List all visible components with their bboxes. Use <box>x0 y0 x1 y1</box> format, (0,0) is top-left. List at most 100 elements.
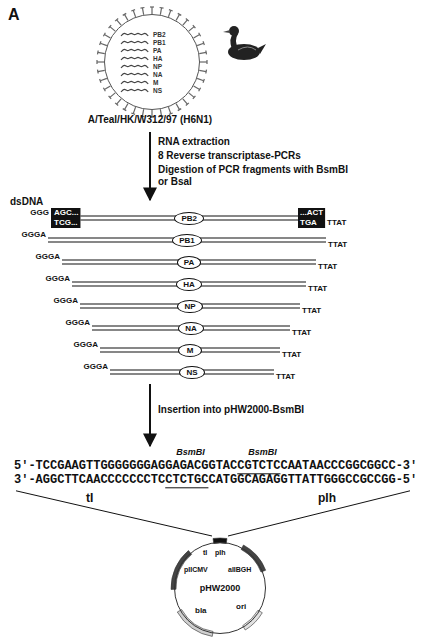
gene-segment-oval: NA <box>178 322 204 335</box>
virus-spike <box>183 99 187 104</box>
gene-name: NP <box>184 301 195 312</box>
virus-spike <box>97 61 104 62</box>
rna-segment <box>121 81 148 84</box>
virus-spike-tip <box>150 6 154 7</box>
sequence-end: GGGA <box>54 296 78 305</box>
virus-spike-tip <box>186 19 189 22</box>
duck-beak <box>223 30 230 33</box>
sticky-end-box <box>298 208 325 228</box>
virus-spike <box>194 86 200 90</box>
virus-spike-tip <box>193 96 196 99</box>
virus-spike-tip <box>205 70 207 74</box>
sequence-end: GGGA <box>46 274 70 283</box>
sequence-end: GGGA <box>84 362 108 371</box>
virus-spike <box>117 99 121 104</box>
gene-segment-oval: PB1 <box>172 234 202 247</box>
segment-label: M <box>153 79 199 87</box>
virus-spike <box>189 93 194 97</box>
process-arrow <box>149 384 151 446</box>
virus-spike <box>199 70 206 71</box>
gene-name: NS <box>186 367 197 378</box>
virus-spike-tip <box>103 33 105 36</box>
gene-name: PA <box>184 257 195 268</box>
virus-spike-tip <box>160 7 164 9</box>
segment-label: NA <box>153 71 199 79</box>
sticky-end-box <box>51 208 80 228</box>
plasmid-feature: aIIBGH <box>228 566 251 574</box>
virus-spike <box>194 35 200 39</box>
virus-spike <box>100 43 107 45</box>
virus-spike <box>125 14 129 20</box>
virus-spike-tip <box>115 19 118 22</box>
sequence-end: TTAT <box>308 284 327 293</box>
duck-icon <box>223 26 266 60</box>
segment-label: PB1 <box>153 39 199 47</box>
sequence-end: TTAT <box>276 372 295 381</box>
sequence-end: TCG... <box>54 218 78 227</box>
plasmid-map <box>171 538 266 636</box>
virus-spike-tip <box>203 41 204 45</box>
sequence-end: GGGA <box>22 230 46 239</box>
virus-spike-tip <box>186 103 189 106</box>
virus-spike <box>197 43 204 45</box>
sequence-end: AGC... <box>54 208 78 217</box>
step-label: Digestion of PCR fragments with BsmBI or… <box>158 164 348 187</box>
virus-spike-tip <box>199 33 201 36</box>
leader-line <box>228 491 410 536</box>
virus-spike-tip <box>97 50 99 54</box>
segment-label: PA <box>153 47 199 55</box>
gene-name: HA <box>183 279 195 290</box>
gene-segment-oval: PB2 <box>174 212 204 225</box>
sequence-end: TTAT <box>292 328 311 337</box>
duck-head <box>229 26 239 36</box>
gene-segment-oval: PA <box>177 256 202 269</box>
virus-spike-tip <box>205 50 207 54</box>
virus-spike-tip <box>131 10 135 11</box>
segment-label: NP <box>153 63 199 71</box>
virus-spike <box>176 14 180 20</box>
plasmid-feature: ori <box>236 602 246 611</box>
sequence-end: ...ACT <box>300 208 323 217</box>
virus-spike-tip <box>203 79 204 83</box>
virus-spike <box>160 8 161 15</box>
plasmid-feature: pIh <box>215 549 226 557</box>
sequence-end: GGG <box>30 208 49 217</box>
step-label: Insertion into pHW2000-BsmBI <box>158 404 304 416</box>
virus-spike <box>100 78 107 80</box>
rna-segment <box>121 33 148 36</box>
step-label: 8 Reverse transcriptase-PCRs <box>158 150 301 162</box>
process-arrow <box>149 132 151 200</box>
segment-label: PB2 <box>153 31 199 39</box>
plasmid-feature: tI <box>203 549 207 557</box>
rna-segment <box>121 49 148 52</box>
sequence-end: GGGA <box>36 252 60 261</box>
gene-segment-oval: HA <box>176 278 202 291</box>
virus-spike <box>133 10 135 17</box>
sequence-end: GGGA <box>66 318 90 327</box>
segment-label: NS <box>153 87 199 95</box>
gene-segment-oval: NS <box>179 366 204 379</box>
strain-name: A/Teal/HK/W312/97 (H6N1) <box>88 114 212 126</box>
virus-spike <box>168 10 170 17</box>
virus-spike <box>151 7 152 14</box>
virus-spike <box>98 70 105 71</box>
rna-segment <box>121 65 148 68</box>
duck-tail <box>258 44 266 54</box>
virus-spike-tip <box>103 88 105 91</box>
panel-letter: A <box>8 6 20 24</box>
virus-spike-tip <box>109 25 112 28</box>
site-underline <box>165 487 208 488</box>
virus-spike-tip <box>206 60 207 64</box>
gene-segment-oval: NP <box>177 300 202 313</box>
virus-spike-tip <box>140 7 144 9</box>
virus-spike <box>176 104 180 110</box>
virus-spike-tip <box>123 13 126 15</box>
element-label: pIh <box>318 492 336 506</box>
virus-spike <box>199 52 206 53</box>
virus-spike-tip <box>96 60 97 64</box>
rna-segment <box>121 41 148 44</box>
virus-spike-tip <box>100 79 101 83</box>
rna-segment <box>121 89 148 92</box>
virus-spike <box>189 27 194 31</box>
